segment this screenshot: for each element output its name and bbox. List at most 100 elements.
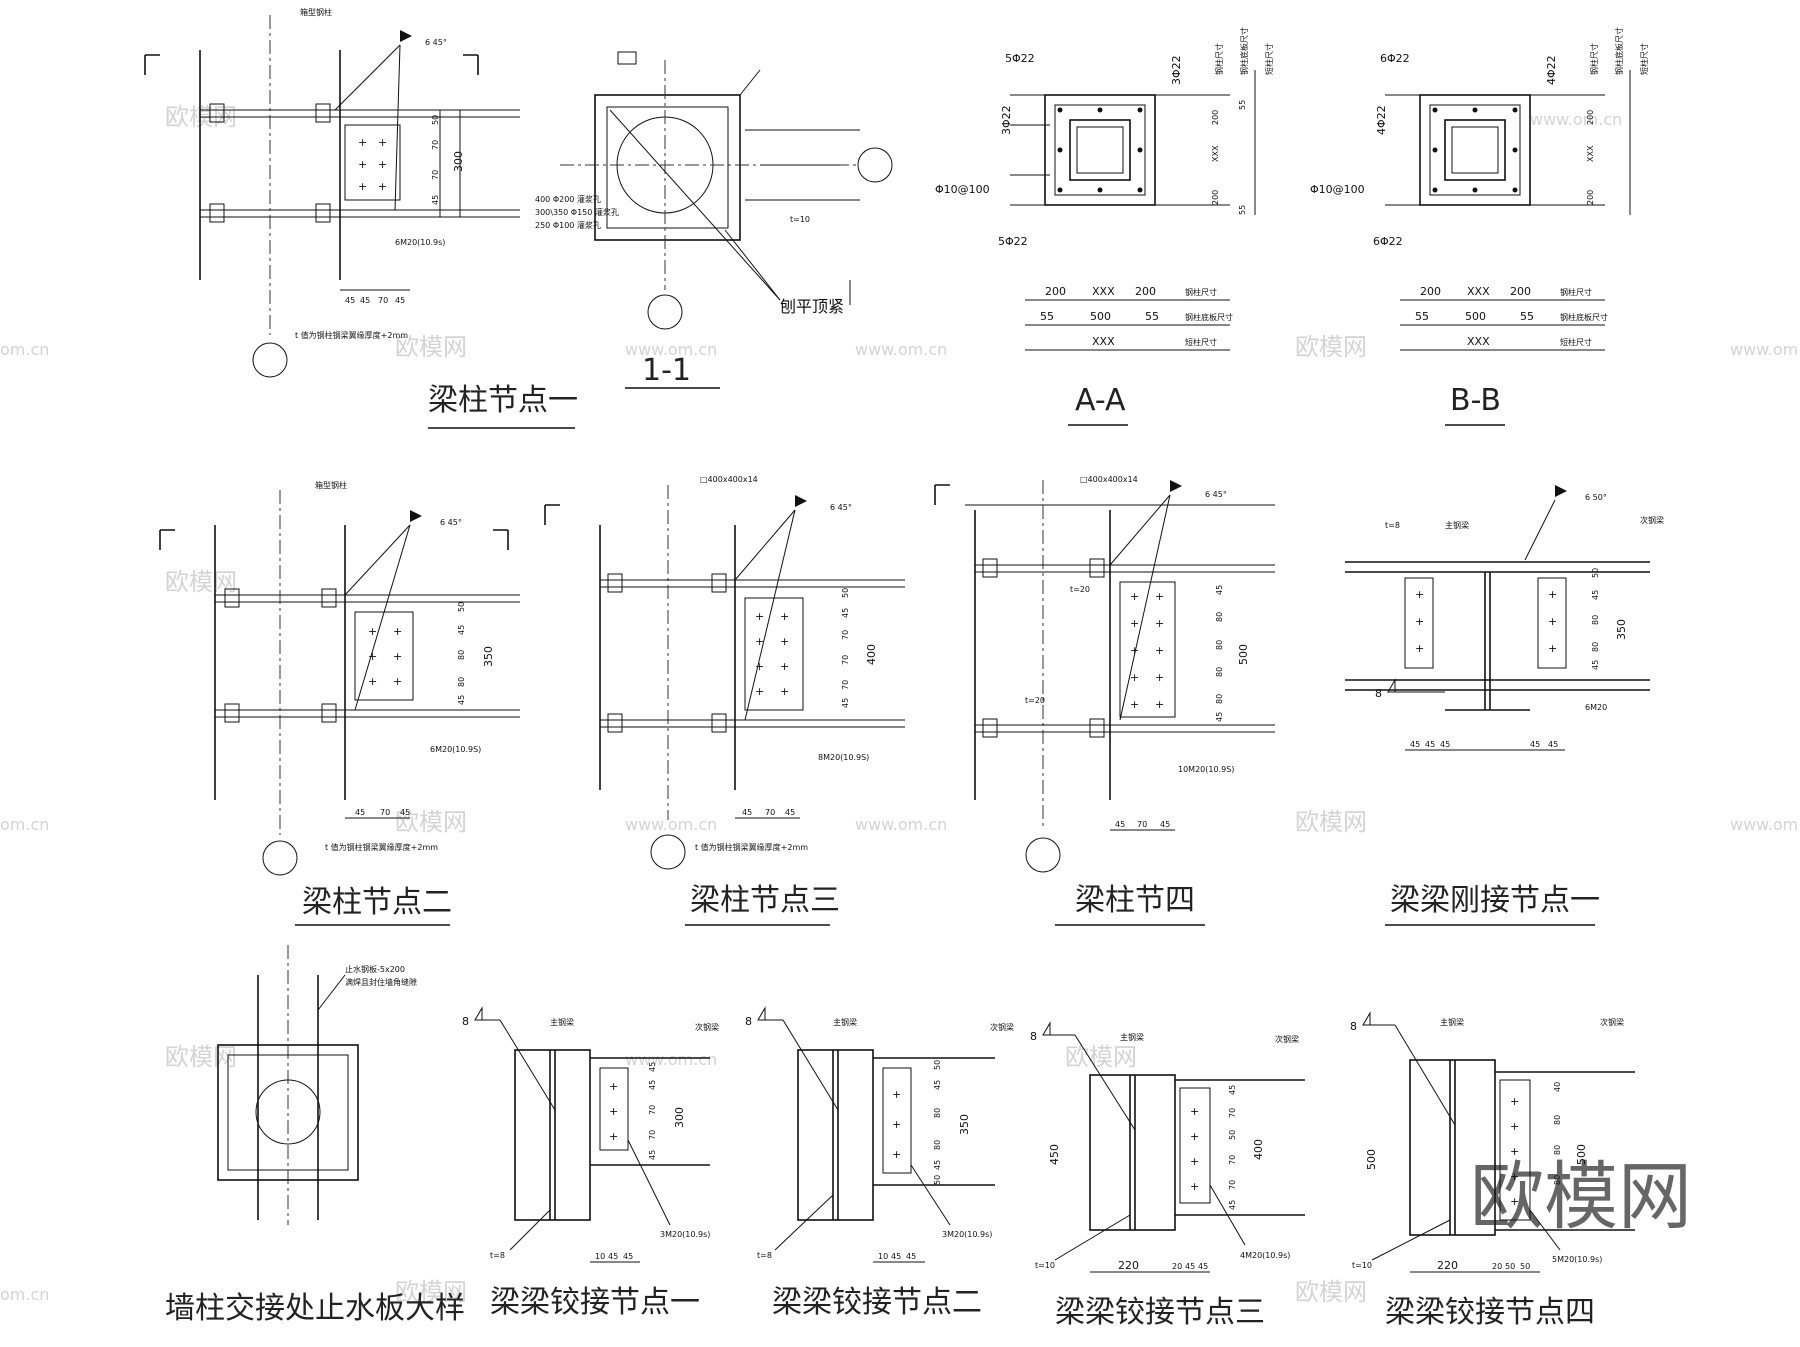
dim-label: 200	[1211, 110, 1220, 125]
bolt-note: 6M20	[1585, 703, 1607, 712]
column-note: 箱型钢柱	[300, 7, 332, 17]
dim-label: 10	[595, 1252, 605, 1261]
drawing-caption: 梁梁铰接节点三	[1055, 1295, 1265, 1330]
dim-label: 70	[765, 808, 775, 817]
dim-label: 45	[400, 808, 410, 817]
dim-label: 45	[648, 1062, 657, 1072]
drawing-caption: 梁梁铰接节点一	[490, 1285, 700, 1320]
drawing-caption: A-A	[1075, 383, 1126, 418]
rebar-note: 5Φ22	[1005, 52, 1035, 65]
rebar-note: 5Φ22	[998, 235, 1028, 248]
dim-label: 45	[648, 1150, 657, 1160]
watermark-text: 欧模网	[1065, 1043, 1137, 1071]
dim-label: 45	[891, 1252, 901, 1261]
rebar-note: 6Φ22	[1380, 52, 1410, 65]
dim-caption: 钢柱底板尺寸	[1614, 27, 1624, 75]
dim-caption: 钢柱尺寸	[1185, 287, 1217, 297]
secondary-beam-note: 次钢梁	[990, 1022, 1014, 1032]
dim-label: 450	[1048, 1144, 1061, 1165]
dim-label: 50	[1591, 568, 1600, 578]
dim-label: 45	[1215, 712, 1224, 722]
drawing-beam-column-node-1: ++ ++ ++ 50 70 70 45 300 45 45 70 45 6 4…	[144, 7, 578, 429]
dim-label: 500	[1575, 1144, 1588, 1165]
stiffener-note: t 值为钢柱钢梁翼缘厚度+2mm	[325, 842, 438, 852]
dim-caption: 钢柱底板尺寸	[1560, 312, 1608, 322]
main-beam-note: 主钢梁	[1440, 1017, 1464, 1027]
bolt-note: 6M20(10.9s)	[395, 238, 445, 247]
svg-text:+: +	[1190, 1180, 1199, 1193]
dim-label: 70	[648, 1130, 657, 1140]
dim-label: 70	[431, 170, 440, 180]
drawing-beam-column-node-2: ++ ++ ++ 50 45 80 80 45 350 6 45° 箱型钢柱 6…	[159, 480, 520, 926]
hole-note: 400 Φ200 灌浆孔	[535, 194, 601, 204]
main-beam-note: 主钢梁	[550, 1017, 574, 1027]
svg-text:+: +	[780, 635, 789, 648]
dim-label: XXX	[1467, 335, 1490, 348]
drawing-section-1-1: 400 Φ200 灌浆孔 300\350 Φ150 灌浆孔 250 Φ100 灌…	[535, 51, 893, 389]
thickness-note: t=8	[1385, 521, 1400, 530]
dim-label: 55	[1238, 205, 1247, 215]
svg-text:+: +	[378, 180, 387, 193]
dim-label: 45	[355, 808, 365, 817]
secondary-beam-note: 次钢梁	[695, 1022, 719, 1032]
weld-symbol: 6 50°	[1585, 493, 1607, 502]
dim-label: 200	[1045, 285, 1066, 298]
weld-symbol: 6 45°	[440, 518, 462, 527]
dim-label: 500	[1465, 310, 1486, 323]
section-mark	[493, 529, 509, 550]
dim-label: 200	[1211, 190, 1220, 205]
drawing-beam-beam-hinge-node-3: ++ ++ 45 70 50 70 70 45 400 450 8 主钢梁 次钢…	[1030, 1021, 1305, 1330]
dim-label: 55	[1520, 310, 1534, 323]
secondary-beam-note: 次钢梁	[1600, 1017, 1624, 1027]
dim-label: 10	[878, 1252, 888, 1261]
svg-text:+: +	[892, 1148, 901, 1161]
dim-label: 350	[958, 1114, 971, 1135]
dim-label: 45	[1228, 1200, 1237, 1210]
rebar-dots	[1057, 107, 1143, 193]
dim-label: 50	[457, 602, 466, 612]
dim-label: 350	[482, 646, 495, 667]
svg-text:+: +	[1155, 590, 1164, 603]
drawing-beam-column-node-4: ++ ++ ++ ++ ++ 45 80 80 80 80 45 500 6 4…	[934, 475, 1275, 926]
dim-label: 50	[841, 588, 850, 598]
dim-label: 200	[1510, 285, 1531, 298]
watermark-text: 欧模网	[1295, 333, 1367, 361]
dim-label: 70	[841, 630, 850, 640]
svg-text:+: +	[755, 685, 764, 698]
svg-text:+: +	[1190, 1105, 1199, 1118]
dim-label: 45	[1591, 590, 1600, 600]
dim-label: 45	[623, 1252, 633, 1261]
dim-label: 80	[1553, 1145, 1562, 1155]
rebar-note: 3Φ22	[1170, 55, 1183, 85]
weld-size: 8	[1375, 687, 1382, 700]
dim-label: 300	[673, 1107, 686, 1128]
bolt-note: 5M20(10.9s)	[1552, 1255, 1602, 1264]
svg-text:+: +	[609, 1080, 618, 1093]
dim-label: 200	[1586, 110, 1595, 125]
section-mark	[463, 54, 479, 75]
drawing-caption: 梁柱节点三	[690, 883, 840, 918]
dim-label: 45	[1440, 740, 1450, 749]
dim-label: 40	[1553, 1082, 1562, 1092]
drawing-caption: 梁梁铰接节点四	[1385, 1295, 1595, 1330]
dim-label: 80	[457, 677, 466, 687]
watermark-text: www.om.cn	[1730, 340, 1800, 359]
drawing-beam-beam-hinge-node-1: +++ 45 45 70 70 45 300 8 主钢梁 次钢梁 t=8 3M2…	[462, 1006, 719, 1320]
thickness-note: t=20	[1025, 696, 1045, 705]
dim-label: 500	[1365, 1149, 1378, 1170]
dim-label: 45	[841, 698, 850, 708]
axis-bubble	[1025, 837, 1061, 873]
dim-caption: 钢柱尺寸	[1214, 43, 1224, 75]
dim-label: 500	[1090, 310, 1111, 323]
bolt-note: 10M20(10.9S)	[1178, 765, 1234, 774]
dim-label: 50	[1505, 1262, 1515, 1271]
dim-label: 45	[457, 625, 466, 635]
dim-label: 50	[1228, 1130, 1237, 1140]
drawing-caption: 梁梁刚接节点一	[1390, 883, 1600, 918]
dim-label: XXX	[1092, 285, 1115, 298]
watermark-text: 欧模网	[395, 1278, 467, 1306]
svg-text:+: +	[358, 158, 367, 171]
dim-label: 45	[648, 1080, 657, 1090]
rebar-note: 4Φ22	[1375, 105, 1388, 135]
